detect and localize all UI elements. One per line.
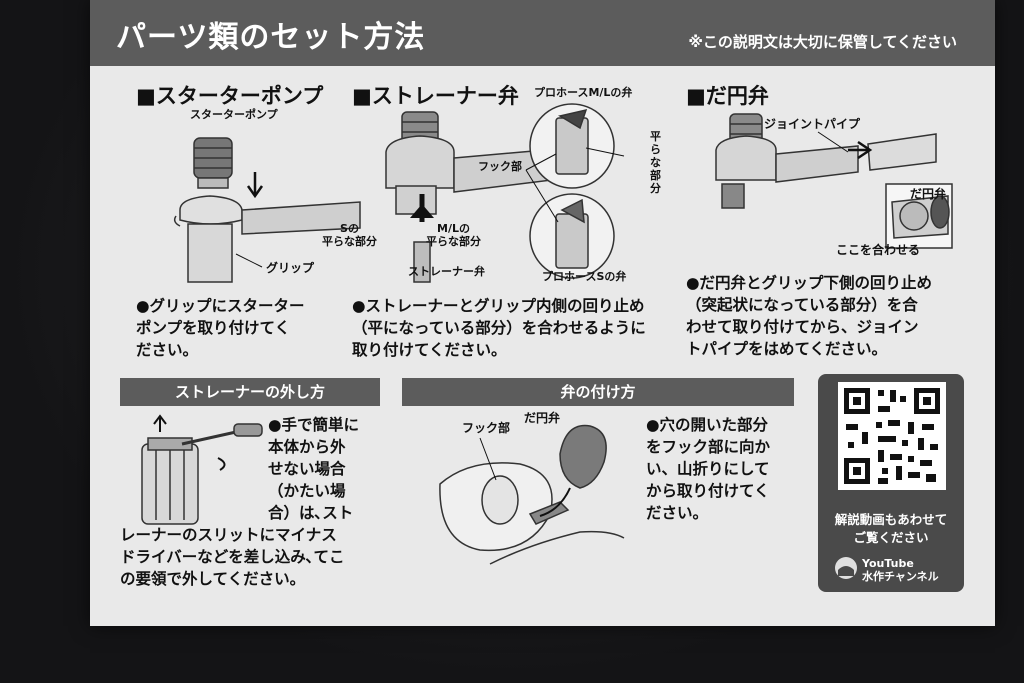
oval-valve-heading: ■だ円弁 xyxy=(686,84,769,108)
qr-code[interactable] xyxy=(838,382,946,490)
ml-valve-label: プロホースM/Lの弁 xyxy=(534,86,633,99)
s-flat-label: Sの 平らな部分 xyxy=(322,222,377,248)
strainer-removal-text-wide: レーナーのスリットにマイナス ドライバーなどを差し込み､てこ の要領で外してくだ… xyxy=(120,526,345,588)
strainer-valve-label: ストレーナー弁 xyxy=(408,265,485,278)
starter-pump-illustration xyxy=(173,137,361,283)
oval-valve-label: だ円弁 xyxy=(910,187,947,201)
strainer-removal-illustration xyxy=(141,414,263,525)
ml-flat-label: M/Lの 平らな部分 xyxy=(426,222,481,248)
youtube-channel-label: YouTube 水作チャンネル xyxy=(862,557,939,583)
joint-pipe-label: ジョイントパイプ xyxy=(764,117,861,131)
qr-note: 解説動画もあわせて ご覧ください xyxy=(834,512,948,545)
valve-attach-illustration xyxy=(439,424,625,565)
grip-label: グリップ xyxy=(266,261,315,275)
starter-pump-heading: ■スターターポンプ xyxy=(136,84,324,108)
oval-valve-illustration xyxy=(715,113,953,249)
strainer-valve-heading: ■ストレーナー弁 xyxy=(352,84,519,108)
strainer-removal-band: ストレーナーの外し方 xyxy=(120,378,380,406)
keep-note: ※この説明文は大切に保管してください xyxy=(688,33,957,51)
hook-label: フック部 xyxy=(478,160,522,173)
s-valve-label: プロホースSの弁 xyxy=(542,270,627,283)
valve-attach-instruction: ●穴の開いた部分 をフック部に向か い、山折りにして から取り付けてく ださい。 xyxy=(646,416,771,522)
align-here-label: ここを合わせる xyxy=(836,243,921,257)
attach-oval-valve-label: だ円弁 xyxy=(524,411,561,425)
attach-hook-label: フック部 xyxy=(462,421,511,435)
valve-attach-band: 弁の付け方 xyxy=(402,378,794,406)
page-title: パーツ類のセット方法 xyxy=(116,20,426,55)
starter-pump-label: スターターポンプ xyxy=(190,108,278,121)
flat-part-label: 平 ら な 部 分 xyxy=(650,130,661,195)
header-band xyxy=(90,0,995,66)
instruction-sheet: パーツ類のセット方法 ※この説明文は大切に保管してください ■スターターポンプ … xyxy=(90,0,995,626)
valve-closeups xyxy=(525,103,625,279)
strainer-removal-text-narrow: ●手で簡単に 本体から外 せない場合 （かたい場 合）は､スト xyxy=(268,416,360,522)
starter-pump-instruction: ●グリップにスターター ポンプを取り付けてく ださい。 xyxy=(136,297,305,359)
oval-valve-instruction: ●だ円弁とグリップ下側の回り止め （突起状になっている部分）を合 わせて取り付け… xyxy=(686,274,933,358)
strainer-instruction: ●ストレーナーとグリップ内側の回り止め （平になっている部分）を合わせるように … xyxy=(352,297,646,359)
youtube-icon xyxy=(835,557,857,579)
